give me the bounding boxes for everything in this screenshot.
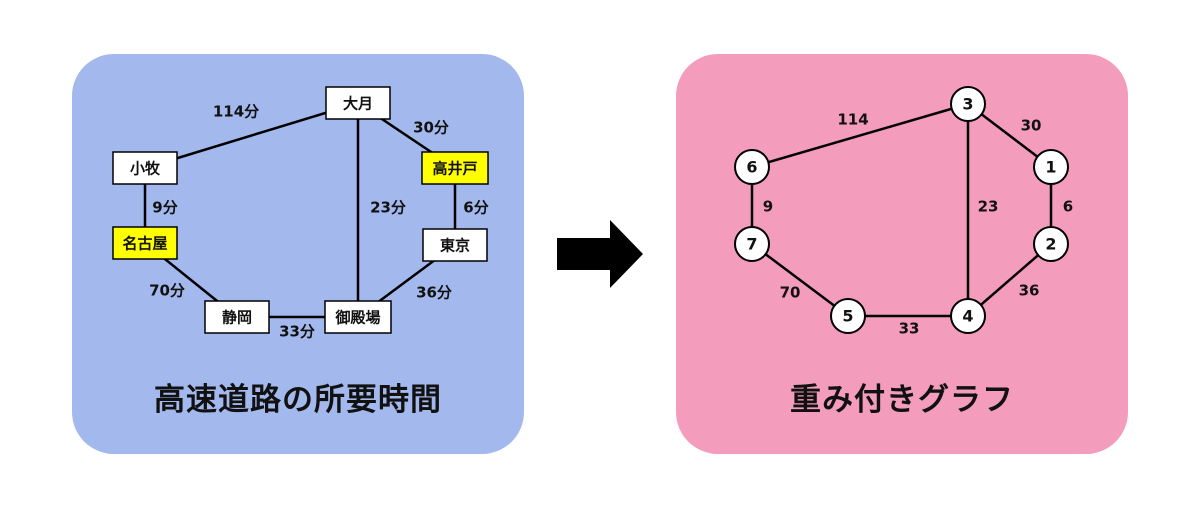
road-time-label: 23分 bbox=[370, 199, 406, 217]
city-box-oozuki bbox=[325, 86, 391, 120]
edge-weight-label: 6 bbox=[1063, 198, 1073, 216]
road-time-label: 9分 bbox=[152, 199, 177, 217]
edge-n5-n7 bbox=[751, 243, 849, 317]
road-time-label: 6分 bbox=[463, 199, 488, 217]
node-label-n7: 7 bbox=[746, 235, 757, 254]
edge-weight-label: 23 bbox=[978, 198, 999, 216]
node-circle-n5 bbox=[830, 298, 866, 334]
road-time-label: 30分 bbox=[413, 119, 449, 137]
city-label-oozuki: 大月 bbox=[343, 95, 373, 113]
edge-weight-label: 33 bbox=[899, 320, 920, 338]
edge-weight-label: 30 bbox=[1021, 117, 1042, 135]
edge-weight-label: 36 bbox=[1019, 282, 1040, 300]
node-label-n2: 2 bbox=[1045, 235, 1056, 254]
edge-weight-label: 114 bbox=[837, 111, 868, 129]
city-label-takaido: 高井戸 bbox=[432, 160, 477, 178]
transform-arrow-icon bbox=[557, 220, 643, 288]
edge-n2-n4 bbox=[967, 243, 1052, 317]
city-box-nagoya bbox=[112, 226, 178, 260]
node-label-n3: 3 bbox=[962, 95, 973, 114]
node-circle-n1 bbox=[1033, 149, 1069, 185]
node-circle-n3 bbox=[950, 86, 986, 122]
node-label-n5: 5 bbox=[842, 307, 853, 326]
edge-n6-n3 bbox=[751, 102, 969, 169]
road-time-label: 36分 bbox=[416, 284, 452, 302]
city-label-gotemba: 御殿場 bbox=[334, 309, 380, 327]
node-label-n4: 4 bbox=[962, 307, 973, 326]
road-time-label: 70分 bbox=[149, 282, 185, 300]
node-label-n6: 6 bbox=[746, 158, 757, 177]
city-label-komaki: 小牧 bbox=[130, 160, 161, 178]
road-time-label: 33分 bbox=[279, 323, 315, 341]
city-box-tokyo bbox=[422, 228, 488, 262]
highway-title: 高速道路の所要時間 bbox=[154, 382, 442, 418]
city-label-nagoya: 名古屋 bbox=[122, 235, 167, 253]
city-box-gotemba bbox=[324, 300, 392, 334]
city-box-shizuoka bbox=[204, 300, 270, 334]
node-circle-n4 bbox=[950, 298, 986, 334]
weighted-graph-title: 重み付きグラフ bbox=[790, 382, 1014, 418]
edge-weight-label: 70 bbox=[780, 284, 801, 302]
city-label-tokyo: 東京 bbox=[440, 237, 470, 255]
city-box-komaki bbox=[112, 151, 178, 185]
city-label-shizuoka: 静岡 bbox=[222, 309, 252, 327]
node-circle-n6 bbox=[734, 149, 770, 185]
city-box-takaido bbox=[421, 151, 489, 185]
node-circle-n2 bbox=[1033, 226, 1069, 262]
road-time-label: 114分 bbox=[213, 103, 259, 121]
edge-weight-label: 9 bbox=[763, 198, 773, 216]
node-label-n1: 1 bbox=[1045, 158, 1056, 177]
node-circle-n7 bbox=[734, 226, 770, 262]
road-komaki-oozuki bbox=[144, 101, 359, 170]
